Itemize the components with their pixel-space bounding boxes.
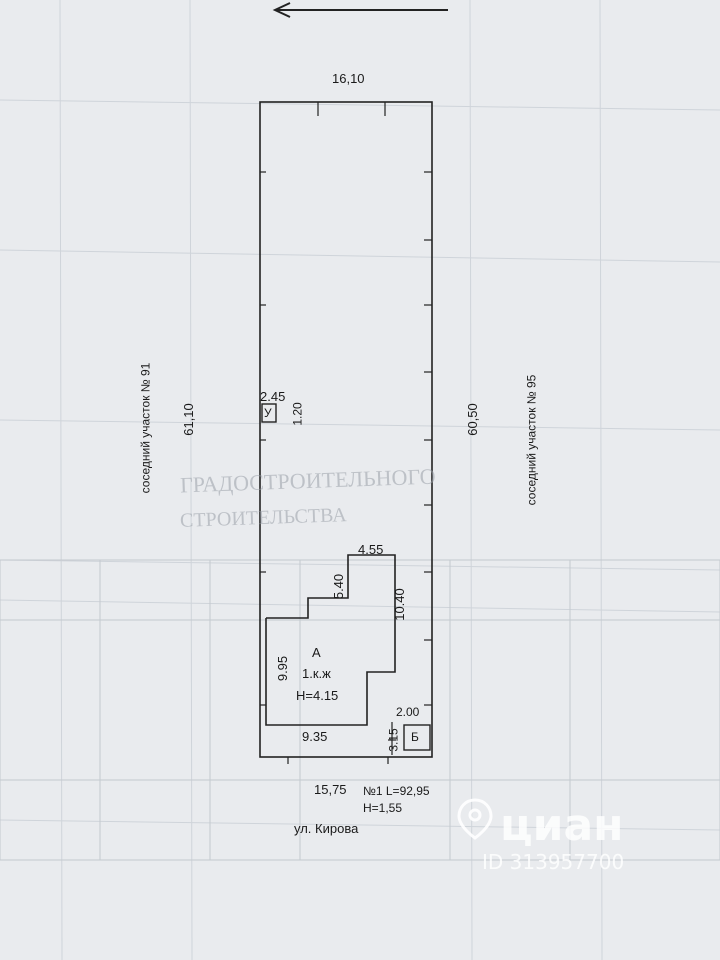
neighbor-right-label: соседний участок № 95	[524, 374, 539, 506]
plot-boundary	[259, 101, 433, 758]
outbuilding-b-outline	[403, 724, 431, 751]
outbuilding-u-letter: У	[264, 406, 272, 420]
outbuilding-b-letter: Б	[411, 730, 419, 744]
house-dim-bottom: 9.35	[302, 729, 328, 744]
plot-bottom-width: 15,75	[314, 782, 347, 797]
outbuilding-u-depth: 1.20	[290, 402, 305, 426]
plot-top-width: 16,10	[332, 71, 365, 86]
house-dim-right: 10.40	[391, 588, 407, 621]
boundary-ticks	[260, 102, 432, 764]
plot-right-length: 60,50	[464, 403, 480, 436]
outbuilding-b-depth: 3.15	[386, 728, 401, 752]
house-letter: А	[312, 645, 321, 660]
plot-left-length: 61,10	[180, 403, 196, 436]
dim-b-depth-line	[388, 722, 396, 755]
street-label: ул. Кирова	[294, 821, 359, 836]
house-height: H=4.15	[296, 688, 339, 703]
fence-height: H=1,55	[363, 801, 403, 815]
watermark-brand: циан	[500, 800, 624, 851]
watermark-pin-icon	[457, 798, 493, 840]
house-dim-step: 5.40	[331, 573, 347, 600]
house-a-outline	[265, 554, 396, 726]
house-type: 1.к.ж	[302, 666, 331, 681]
watermark-id: ID 313957700	[482, 850, 625, 874]
house-dim-left: 9.95	[275, 655, 291, 682]
bleed-table	[0, 559, 720, 861]
neighbor-left-label: соседний участок № 91	[138, 362, 153, 494]
fence-length: №1 L=92,95	[363, 784, 430, 798]
outbuilding-u-outline	[261, 403, 277, 423]
direction-arrow	[272, 2, 448, 18]
outbuilding-u-width: 2.45	[260, 389, 286, 404]
house-dim-top: 4.55	[358, 542, 384, 557]
outbuilding-b-width: 2.00	[396, 705, 420, 719]
